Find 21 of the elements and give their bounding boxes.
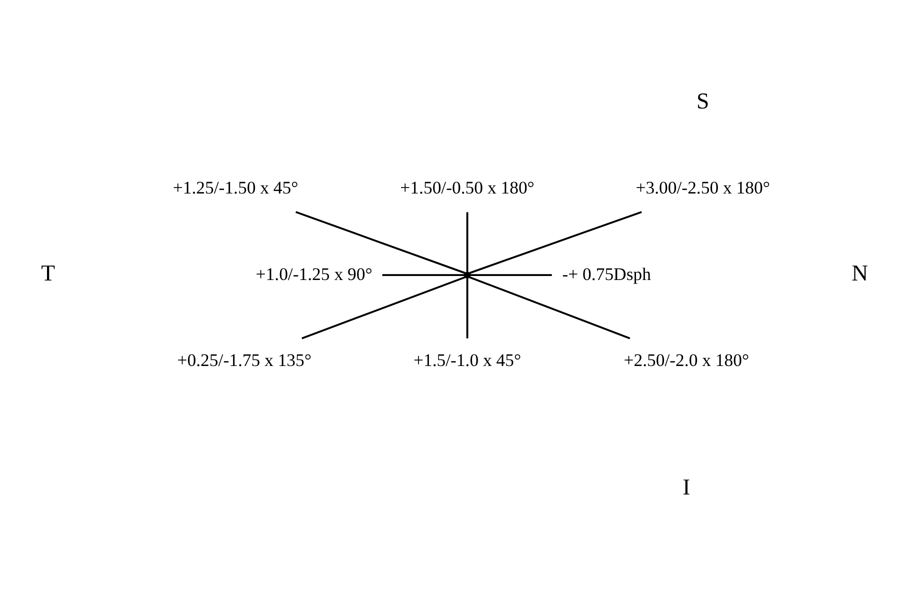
connector <box>468 276 630 340</box>
connector <box>466 212 468 272</box>
label: I <box>682 474 690 500</box>
node-text: +1.25/-1.50 x 45° <box>172 178 298 198</box>
connector <box>382 274 464 276</box>
label: S <box>696 88 710 114</box>
connector <box>466 278 468 338</box>
connector <box>302 276 466 340</box>
label: N <box>852 260 868 286</box>
label: T <box>41 260 56 286</box>
connector <box>296 211 466 274</box>
node-text: +1.50/-0.50 x 180° <box>400 178 534 198</box>
node-text: +1.5/-1.0 x 45° <box>413 350 522 370</box>
node-text: +2.50/-2.0 x 180° <box>624 350 750 370</box>
node-text: +3.00/-2.50 x 180° <box>636 178 770 198</box>
node-text: +0.25/-1.75 x 135° <box>177 350 312 370</box>
node-point <box>464 272 471 278</box>
node-text: +1.0/-1.25 x 90° <box>256 264 372 284</box>
node-text: -+ 0.75Dsph <box>562 264 651 284</box>
connector <box>470 274 552 276</box>
connector <box>469 211 642 274</box>
